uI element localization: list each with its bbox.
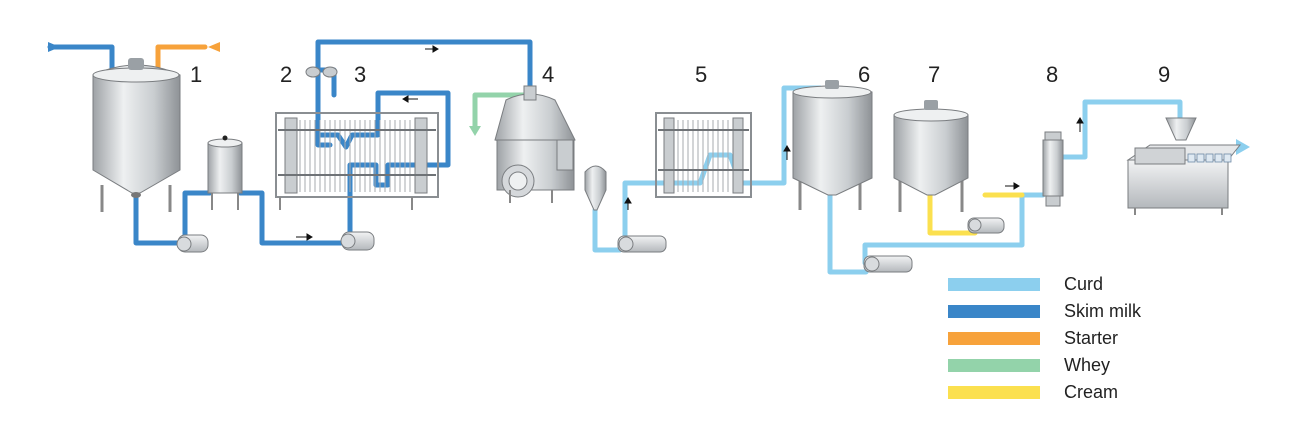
step-number-6: 6 (858, 62, 870, 87)
legend: Curd Skim milk Starter Whey Cream (948, 274, 1142, 402)
step-number-5: 5 (695, 62, 707, 87)
pump-5 (967, 217, 1005, 234)
valve-unit (305, 66, 338, 78)
starter-inlet-arrow (208, 42, 220, 52)
legend-item-skim-milk: Skim milk (948, 301, 1142, 321)
pump-1 (176, 234, 209, 253)
legend-item-cream: Cream (948, 382, 1118, 402)
step-number-3: 3 (354, 62, 366, 87)
filling-machine (1126, 117, 1242, 215)
plate-heat-exchanger (275, 112, 439, 210)
flow-direction-arrows (296, 45, 1084, 241)
pump-2 (340, 231, 375, 251)
legend-swatch-starter (948, 332, 1040, 345)
step-number-7: 7 (928, 62, 940, 87)
step-number-9: 9 (1158, 62, 1170, 87)
pump-4 (863, 255, 913, 273)
step-number-8: 8 (1046, 62, 1058, 87)
whey-pipe (472, 92, 533, 130)
starter-pipe (155, 44, 208, 73)
step-number-4: 4 (542, 62, 554, 87)
curd-tank (792, 80, 873, 210)
legend-swatch-cream (948, 386, 1040, 399)
legend-label-curd: Curd (1064, 274, 1103, 294)
legend-label-cream: Cream (1064, 382, 1118, 402)
cream-pipe (927, 192, 1025, 236)
legend-swatch-whey (948, 359, 1040, 372)
buffer-tank (207, 135, 243, 210)
step-number-1: 1 (190, 62, 202, 87)
legend-item-curd: Curd (948, 274, 1103, 294)
mixer-unit (1042, 131, 1064, 207)
legend-label-starter: Starter (1064, 328, 1118, 348)
legend-swatch-curd (948, 278, 1040, 291)
legend-item-whey: Whey (948, 355, 1110, 375)
cooler-heat-exchanger (655, 112, 752, 198)
step-number-2: 2 (280, 62, 292, 87)
skim-milk-inlet-arrow (48, 42, 60, 52)
whey-outlet-arrow (469, 126, 481, 136)
curd-collector (584, 165, 607, 211)
legend-swatch-skim-milk (948, 305, 1040, 318)
cream-tank (893, 100, 969, 212)
pump-3 (617, 235, 667, 253)
product-outlet-arrow (1236, 139, 1250, 155)
skim-milk-tank (92, 58, 181, 212)
step-numbers: 1 2 3 4 5 6 7 8 9 (190, 62, 1170, 87)
legend-item-starter: Starter (948, 328, 1118, 348)
legend-label-whey: Whey (1064, 355, 1110, 375)
legend-label-skim-milk: Skim milk (1064, 301, 1142, 321)
separator (494, 85, 576, 203)
